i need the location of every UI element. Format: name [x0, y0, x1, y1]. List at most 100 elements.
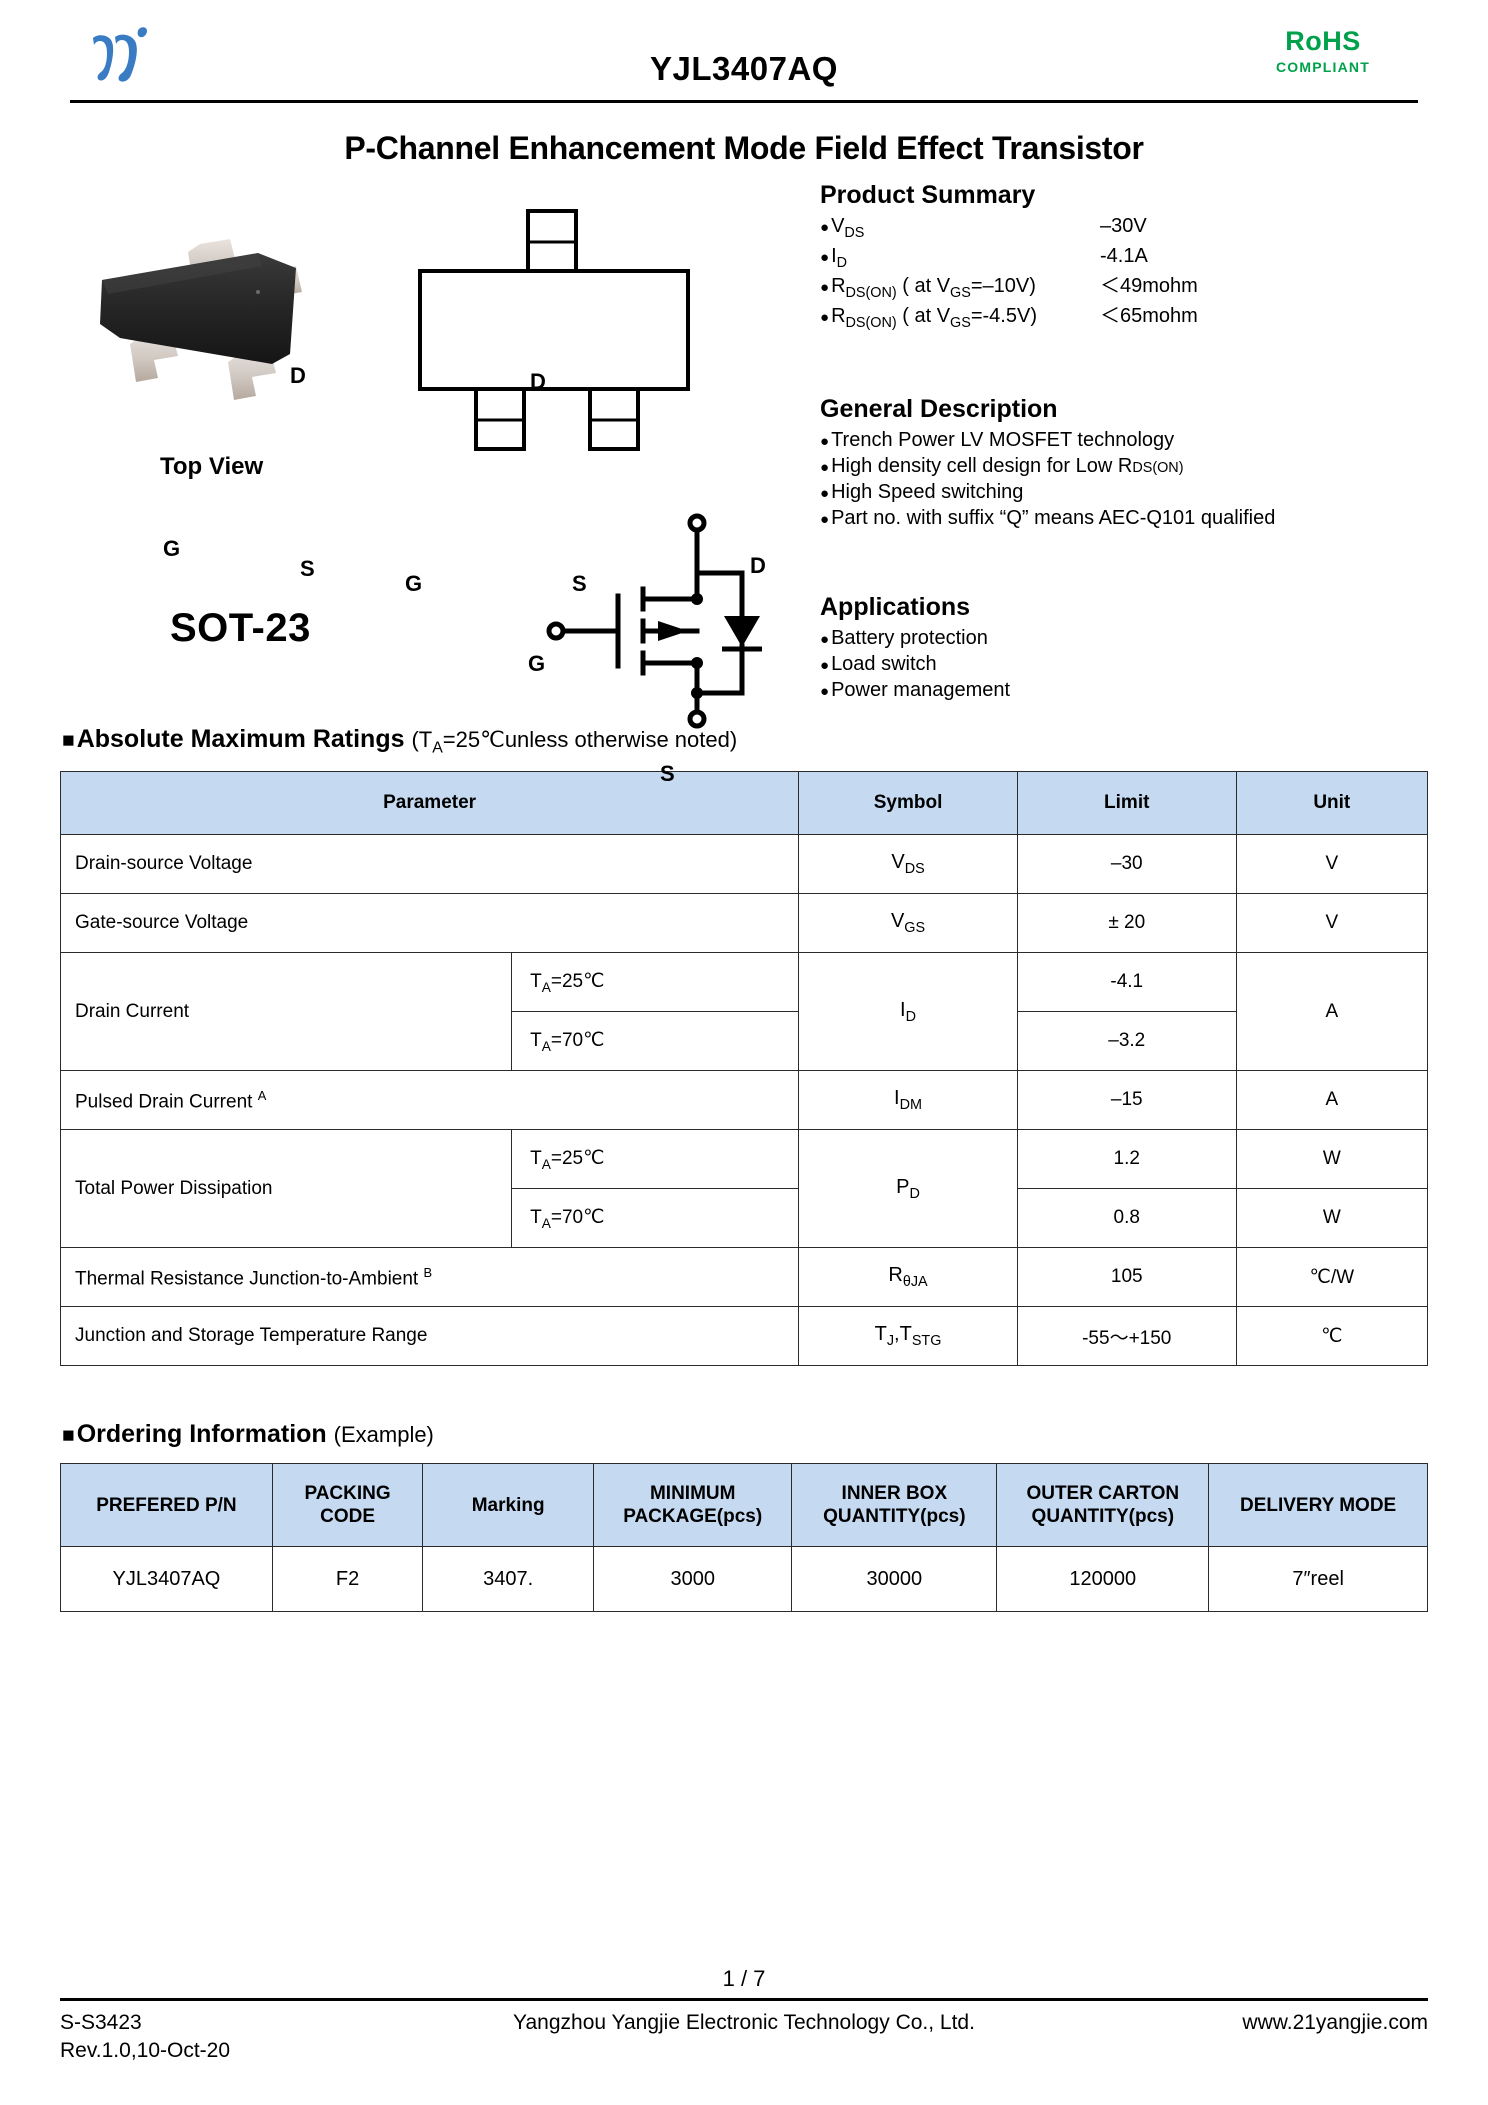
bullet-dot-icon: ● [820, 683, 830, 701]
applications-heading: Applications [820, 593, 971, 622]
general-description-heading: General Description [820, 395, 1058, 424]
cell-delivery-mode: 7″reel [1208, 1546, 1428, 1613]
absolute-maximum-ratings-heading: ■Absolute Maximum Ratings (TA=25℃unless … [62, 725, 738, 757]
revision-text: Rev.1.0,10-Oct-20 [60, 2039, 231, 2063]
footer-content: S-S3423 Rev.1.0,10-Oct-20 Yangzhou Yangj… [60, 2009, 1428, 2077]
rohs-compliant-label: COMPLIANT [1275, 59, 1370, 75]
doc-code-text: S-S3423 [60, 2011, 142, 2034]
product-summary-param: RDS(ON) ( at VGS=-4.5V) [831, 305, 1037, 332]
absolute-maximum-ratings-table: Parameter Symbol Limit Unit Drain-source… [59, 771, 1429, 1367]
photo-pin-label-g: G [163, 536, 181, 561]
row-symbol: RθJA [798, 1247, 1018, 1308]
page-number: 1 / 7 [722, 1966, 766, 1991]
outline-pin-label-d: D [530, 369, 546, 394]
applications-item: ● Power management [820, 677, 1460, 703]
cell-inner-box-quantity: 30000 [791, 1546, 998, 1613]
bullet-dot-icon: ● [820, 631, 830, 649]
applications-section: Applications ● Battery protection ● Load… [820, 593, 1460, 703]
product-summary-value: ＜49mohm [1100, 275, 1198, 298]
row-parameter: Pulsed Drain Current A [59, 1070, 800, 1131]
rohs-badge: RoHS COMPLIANT [1228, 26, 1418, 75]
ordering-information-section: ■Ordering Information (Example) PREFERED… [60, 1420, 1428, 1613]
general-description-item: ● Part no. with suffix “Q” means AEC-Q10… [820, 505, 1460, 531]
row-parameter: Total Power Dissipation [59, 1129, 513, 1249]
column-header-inner-box-quantity: INNER BOX QUANTITY(pcs) [791, 1463, 998, 1548]
general-description-text: Part no. with suffix “Q” means AEC-Q101 … [831, 507, 1276, 530]
general-description-subscript: DS(ON) [1132, 460, 1184, 477]
schematic-pin-label-s: S [660, 761, 675, 786]
product-summary-row: ● RDS(ON) ( at VGS=–10V) ＜49mohm [820, 273, 1460, 303]
row-limit: -55～+150 [1016, 1306, 1237, 1367]
applications-item: ● Load switch [820, 651, 1460, 677]
product-summary-heading: Product Summary [820, 181, 1036, 209]
column-header-delivery-mode: DELIVERY MODE [1208, 1463, 1428, 1548]
product-summary-value: ＜65mohm [1100, 305, 1198, 328]
footer-document-code: S-S3423 Rev.1.0,10-Oct-20 [60, 2009, 230, 2066]
applications-text: Power management [831, 679, 1011, 702]
bullet-dot-icon: ● [820, 279, 830, 297]
absolute-maximum-ratings-section: ■Absolute Maximum Ratings (TA=25℃unless … [59, 725, 1429, 1367]
product-summary-param: RDS(ON) ( at VGS=–10V) [831, 275, 1036, 302]
ordering-information-heading: ■Ordering Information (Example) [62, 1420, 434, 1449]
table-row: Pulsed Drain Current A IDM –15 A [59, 1070, 1429, 1131]
footer-website-link[interactable]: www.21yangjie.com [1242, 2011, 1428, 2034]
table-row: Drain-source Voltage VDS –30 V [59, 834, 1429, 895]
photo-pin-label-s: S [300, 556, 315, 581]
row-unit: A [1235, 952, 1429, 1072]
row-limit: –3.2 [1016, 1011, 1237, 1072]
row-unit: V [1235, 893, 1429, 954]
company-logo-icon [85, 20, 205, 90]
cell-outer-carton-quantity: 120000 [996, 1546, 1210, 1613]
package-photo-icon [90, 206, 380, 436]
row-condition: TA=70℃ [511, 1011, 800, 1072]
column-header-marking: Marking [422, 1463, 595, 1548]
schematic-pin-label-d: D [750, 553, 766, 578]
table-row: YJL3407AQ F2 3407. 3000 30000 120000 7″r… [60, 1546, 1428, 1613]
row-limit: –30 [1016, 834, 1237, 895]
section-square-icon: ■ [62, 729, 75, 752]
row-condition: TA=25℃ [511, 952, 800, 1013]
column-header-unit: Unit [1235, 771, 1429, 836]
table-row: Junction and Storage Temperature Range T… [59, 1306, 1429, 1367]
row-condition: TA=70℃ [511, 1188, 800, 1249]
cell-prefered-pn: YJL3407AQ [60, 1546, 273, 1613]
bullet-dot-icon: ● [820, 309, 830, 327]
row-limit: ± 20 [1016, 893, 1237, 954]
bullet-dot-icon: ● [820, 433, 830, 451]
row-parameter: Thermal Resistance Junction-to-Ambient B [59, 1247, 800, 1308]
applications-text: Battery protection [831, 627, 988, 650]
row-symbol: ID [798, 952, 1018, 1072]
table-row: Drain Current TA=25℃ ID -4.1 A [59, 952, 1429, 1072]
right-info-column: Product Summary ● VDS –30V ● ID -4.1A ● … [820, 181, 1460, 703]
cell-marking: 3407. [422, 1546, 595, 1613]
general-description-section: General Description ● Trench Power LV MO… [820, 395, 1460, 531]
row-parameter: Drain Current [59, 952, 513, 1072]
product-summary-row: ● ID -4.1A [820, 243, 1460, 273]
row-symbol: VDS [798, 834, 1018, 895]
row-unit: ℃/W [1235, 1247, 1429, 1308]
table-header-row: Parameter Symbol Limit Unit [59, 771, 1429, 836]
table-row: TA=70℃ –3.2 [61, 1011, 1428, 1072]
product-summary-param: VDS [831, 215, 865, 241]
ordering-information-note: (Example) [333, 1422, 434, 1448]
cell-minimum-package: 3000 [593, 1546, 793, 1613]
table-row: Total Power Dissipation TA=25℃ PD 1.2 W [59, 1129, 1429, 1249]
table-row: Thermal Resistance Junction-to-Ambient B… [59, 1247, 1429, 1308]
top-view-label: Top View [160, 453, 264, 480]
footer-divider [60, 1998, 1428, 2001]
row-parameter: Drain-source Voltage [59, 834, 800, 895]
table-row: TA=70℃ 0.8 W [61, 1188, 1429, 1249]
general-description-text: Trench Power LV MOSFET technology [831, 429, 1175, 452]
table-header-row: PREFERED P/N PACKING CODE Marking MINIMU… [60, 1463, 1428, 1548]
row-limit: 1.2 [1016, 1129, 1237, 1190]
row-limit: 0.8 [1016, 1188, 1237, 1249]
row-limit: –15 [1016, 1070, 1237, 1131]
product-summary-row: ● VDS –30V [820, 213, 1460, 243]
column-header-outer-carton-quantity: OUTER CARTON QUANTITY(pcs) [996, 1463, 1210, 1548]
section-square-icon: ■ [62, 1424, 75, 1448]
top-content-area: D G S Top View SOT-23 [60, 181, 1428, 786]
bullet-dot-icon: ● [820, 485, 830, 503]
mosfet-schematic-icon [510, 511, 840, 741]
row-condition: TA=25℃ [511, 1129, 800, 1190]
